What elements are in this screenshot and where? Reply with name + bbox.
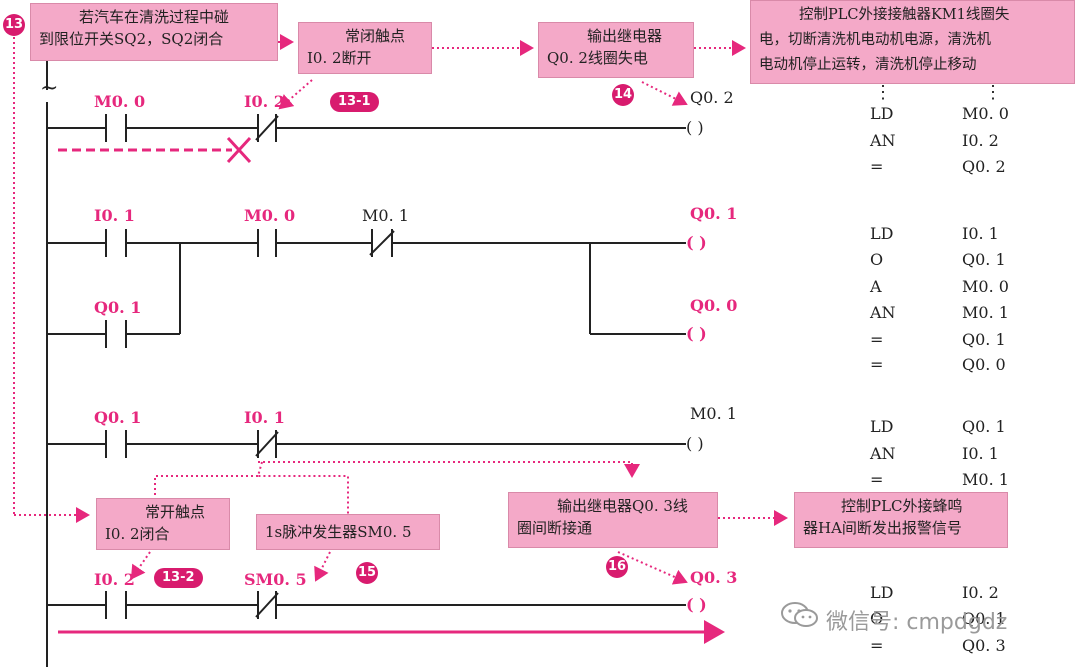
note-km1-stop: 控制PLC外接接触器KM1线圈失 电，切断清洗机电动机电源，清洗机 电动机停止运… xyxy=(750,0,1075,84)
step-badge-14: 14 xyxy=(612,84,634,106)
coil-label-q03: Q0. 3 xyxy=(690,568,738,587)
note-buzzer-alarm: 控制PLC外接蜂鸣 器HA间断发出报警信号 xyxy=(794,492,1008,548)
watermark-text: 微信号: cmpdgdz xyxy=(826,610,1008,635)
rung-1 xyxy=(47,114,686,142)
coil-m01: ( ) xyxy=(686,434,704,453)
coil-q00: ( ) xyxy=(686,324,707,343)
step-badge-16: 16 xyxy=(606,556,628,578)
contact-label-q01: Q0. 1 xyxy=(94,298,142,317)
step-badge-13: 13 xyxy=(3,14,25,36)
break-x-mark xyxy=(226,136,252,164)
ellipsis-right: ⋮ xyxy=(984,82,1002,103)
contact-label-m00: M0. 0 xyxy=(94,92,146,111)
coil-label-q00: Q0. 0 xyxy=(690,296,738,315)
annotation-connectors xyxy=(13,32,788,585)
step-badge-15: 15 xyxy=(356,562,378,584)
rung-4 xyxy=(47,591,686,619)
coil-label-q02: Q0. 2 xyxy=(690,88,734,107)
contact-label-i02: I0. 2 xyxy=(244,92,285,111)
contact-label-sm05: SM0. 5 xyxy=(244,570,307,589)
coil-q02: ( ) xyxy=(686,118,704,137)
contact-label-i01-b: I0. 1 xyxy=(244,408,285,427)
contact-label-i02-b: I0. 2 xyxy=(94,570,135,589)
coil-q01: ( ) xyxy=(686,233,707,252)
ellipsis-left: ⋮ xyxy=(874,82,892,103)
note-pulse-generator: 1s脉冲发生器SM0. 5 xyxy=(256,514,440,550)
coil-q03: ( ) xyxy=(686,595,707,614)
coil-label-m01: M0. 1 xyxy=(690,404,737,423)
rung-3 xyxy=(47,430,686,458)
note-nc-contact-open: 常闭触点 I0. 2断开 xyxy=(298,22,432,74)
rail-break-mark: ~ xyxy=(40,76,59,101)
wechat-icon xyxy=(780,600,820,636)
contact-label-q01-b: Q0. 1 xyxy=(94,408,142,427)
contact-label-m00-b: M0. 0 xyxy=(244,206,296,225)
note-no-contact-closed: 常开触点 I0. 2闭合 xyxy=(96,498,230,550)
rung-2 xyxy=(47,229,686,348)
contact-label-m01: M0. 1 xyxy=(362,206,409,225)
note-q03-intermittent: 输出继电器Q0. 3线 圈间断接通 xyxy=(508,492,718,548)
step-pill-13-1: 13-1 xyxy=(330,92,379,112)
contact-label-i01: I0. 1 xyxy=(94,206,135,225)
coil-label-q01: Q0. 1 xyxy=(690,204,738,223)
note-q02-deenergized: 输出继电器 Q0. 2线圈失电 xyxy=(538,22,694,78)
step-pill-13-2: 13-2 xyxy=(154,568,203,588)
note-limit-switch: 若汽车在清洗过程中碰 到限位开关SQ2，SQ2闭合 xyxy=(30,3,278,61)
